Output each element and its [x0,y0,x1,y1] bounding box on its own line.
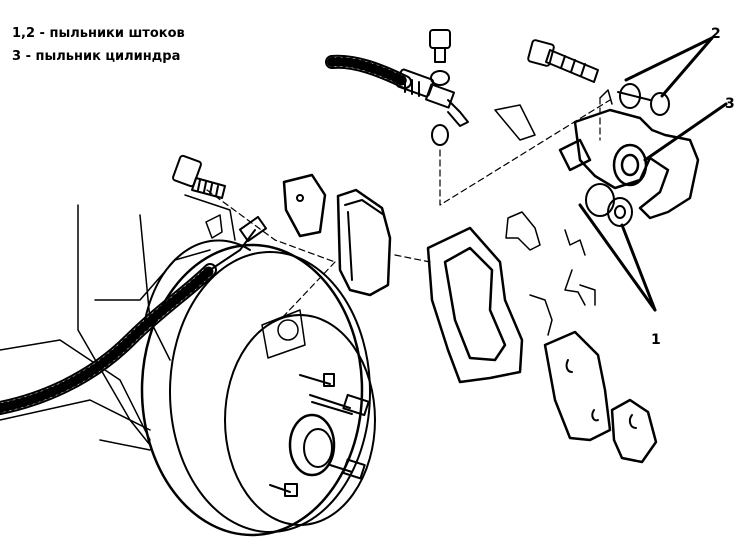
leader-1b [620,223,657,312]
guide-bolt-top [429,29,451,146]
brake-pad-outer [543,330,612,442]
caliper-bleed-parts [494,89,613,141]
callout-1: 1 [651,332,661,348]
disc-shield-detail [261,309,306,359]
callout-leaders [578,36,728,312]
assembly-guides [206,97,611,321]
upper-brake-hose [325,54,469,127]
caliper-bracket [426,226,524,384]
brake-pad-shim [610,398,658,464]
guide-bolt-long [527,39,599,83]
wheel-studs [269,373,370,497]
pin-boots-lower [585,183,633,227]
callout-2: 2 [711,26,721,42]
pin-boots-upper [617,83,670,116]
legend-line-2: 3 - пыльник цилиндра [12,49,181,64]
legend-line-1: 1,2 - пыльники штоков [12,26,185,41]
leader-2b [660,36,714,98]
brake-disc [140,239,376,537]
knuckle-sketch [0,194,236,451]
anti-rattle-springs [529,229,596,336]
pad-retainer-clip [205,211,541,251]
callout-3: 3 [725,96,735,112]
guide-bolt-left [172,154,226,199]
brake-pad-left-small [282,173,327,238]
brake-pad-inner [336,188,392,297]
caliper-body [558,108,700,220]
lower-brake-hose [0,215,268,415]
leader-2a [624,36,714,82]
leader-3 [643,102,728,162]
leader-1a [578,203,657,312]
